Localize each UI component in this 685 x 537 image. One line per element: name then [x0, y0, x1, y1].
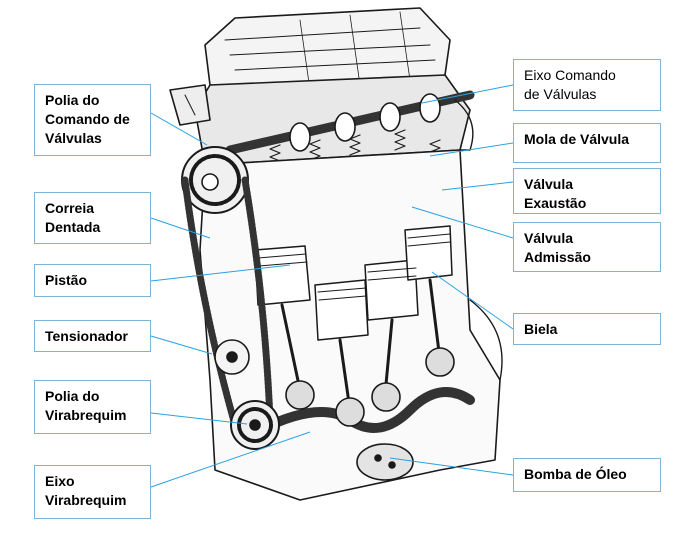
leader-bomba-oleo	[389, 457, 514, 476]
leader-eixo-virabrequim	[150, 431, 311, 488]
oil-pump	[356, 443, 414, 481]
leader-biela	[431, 271, 514, 330]
leader-pistao	[150, 264, 291, 282]
label-eixo-virabrequim: Eixo Virabrequim	[34, 465, 151, 519]
label-pistao: Pistão	[34, 264, 151, 297]
leader-polia-comando	[150, 112, 208, 146]
label-biela: Biela	[513, 313, 661, 345]
leader-valvula-admissao	[411, 206, 514, 239]
label-polia-virabrequim: Polia do Virabrequim	[34, 380, 151, 434]
label-bomba-oleo: Bomba de Óleo	[513, 458, 661, 492]
label-eixo-comando: Eixo Comando de Válvulas	[513, 59, 661, 111]
leader-polia-virabrequim	[150, 412, 248, 425]
leader-lines	[150, 84, 514, 488]
label-mola-valvula: Mola de Válvula	[513, 123, 661, 163]
leader-eixo-comando	[421, 84, 514, 104]
label-polia-comando: Polia do Comando de Válvulas	[34, 84, 151, 156]
crankshaft	[255, 387, 475, 435]
leader-tensionador	[150, 335, 213, 355]
label-valvula-exaustao: Válvula Exaustão	[513, 168, 661, 214]
leader-mola	[429, 142, 514, 157]
leader-valvula-exaustao	[441, 181, 514, 191]
timing-belt	[181, 176, 274, 429]
label-correia-dentada: Correia Dentada	[34, 192, 151, 244]
label-valvula-admissao: Válvula Admissão	[513, 222, 661, 272]
label-tensionador: Tensionador	[34, 320, 151, 352]
leader-correia	[150, 217, 211, 239]
